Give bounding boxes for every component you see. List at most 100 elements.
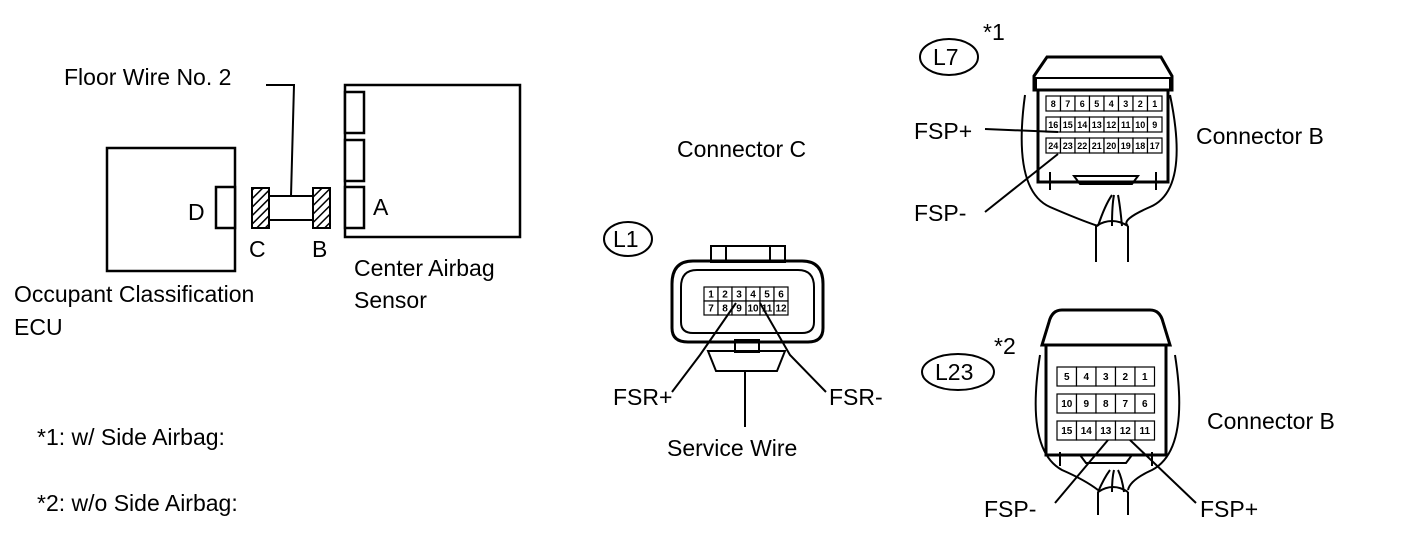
footnote-2: *2: w/o Side Airbag: xyxy=(37,490,238,516)
pin-number: 5 xyxy=(764,290,770,301)
pin-number: 12 xyxy=(1106,120,1116,130)
sensor-socket-1 xyxy=(343,90,366,135)
pin-number: 15 xyxy=(1063,120,1073,130)
pin-number: 1 xyxy=(1142,372,1148,383)
floor-wire-body xyxy=(268,195,314,221)
pin-number: 3 xyxy=(1103,372,1109,383)
connector-b-bottom-title: Connector B xyxy=(1207,408,1335,434)
fsp-minus-top-leader xyxy=(984,153,1059,213)
pin-number: 13 xyxy=(1092,120,1102,130)
pin-number: 2 xyxy=(1122,372,1128,383)
connector-l23-lock xyxy=(1059,452,1153,466)
occupant-ecu-box xyxy=(105,146,237,273)
fsp-minus-top-label: FSP- xyxy=(914,200,966,226)
fsr-minus-leader xyxy=(759,302,827,393)
pin-number: 23 xyxy=(1063,141,1073,151)
pin-cell xyxy=(1146,116,1163,133)
footnote-1: *1: w/ Side Airbag: xyxy=(37,424,225,450)
fsp-plus-bottom-leader xyxy=(1129,439,1197,504)
floor-wire-label: Floor Wire No. 2 xyxy=(64,64,231,90)
pin-number: 11 xyxy=(1139,426,1150,437)
badge-l7-text: L7 xyxy=(933,44,959,70)
connector-l7-housing-top xyxy=(1032,55,1174,92)
fsp-plus-top-leader xyxy=(984,128,1059,133)
pin-number: 18 xyxy=(1135,141,1145,151)
connector-l1-housing xyxy=(670,259,825,344)
service-wire-boot xyxy=(706,350,787,372)
connector-l1-latch xyxy=(710,245,786,263)
pin-number: 24 xyxy=(1048,141,1058,151)
pin-number: 4 xyxy=(1083,372,1089,383)
pin-number: 5 xyxy=(1094,99,1099,109)
pin-number: 20 xyxy=(1106,141,1116,151)
system-overview: D C B Floor Wire No. 2 A Occupant Classi… xyxy=(14,64,522,516)
connector-a-label: A xyxy=(373,194,389,220)
occupant-ecu-label-line1: Occupant Classification xyxy=(14,281,254,307)
pin-cell xyxy=(773,300,789,316)
pin-number: 2 xyxy=(1138,99,1143,109)
pin-number: 12 xyxy=(775,304,787,315)
fsr-plus-leader xyxy=(671,302,737,393)
pin-number: 14 xyxy=(1077,120,1087,130)
connector-b-plug xyxy=(312,187,331,229)
pin-number: 4 xyxy=(1109,99,1114,109)
pin-number: 9 xyxy=(736,304,742,315)
pin-number: 15 xyxy=(1061,426,1073,437)
pin-number: 8 xyxy=(722,304,728,315)
star-2: *2 xyxy=(994,333,1016,359)
pin-cell xyxy=(1134,366,1156,387)
fsp-minus-bottom-label: FSP- xyxy=(984,496,1036,522)
pin-number: 4 xyxy=(750,290,756,301)
connector-c-title: Connector C xyxy=(677,136,806,162)
fsp-minus-bottom-leader xyxy=(1054,439,1109,504)
connector-l7-cable xyxy=(1095,220,1129,262)
pin-number: 9 xyxy=(1083,399,1089,410)
connector-c-plug xyxy=(251,187,270,229)
pin-number: 2 xyxy=(722,290,728,301)
sensor-socket-2 xyxy=(343,138,366,183)
pin-cell xyxy=(1134,393,1156,414)
occupant-ecu-label-line2: ECU xyxy=(14,314,63,340)
connector-l7-housing xyxy=(1036,88,1170,184)
pin-number: 13 xyxy=(1100,426,1112,437)
pin-number: 6 xyxy=(1142,399,1148,410)
pin-number: 8 xyxy=(1051,99,1056,109)
pin-number: 19 xyxy=(1121,141,1131,151)
badge-l7 xyxy=(919,38,979,76)
pin-number: 10 xyxy=(747,304,759,315)
fsr-plus-label: FSR+ xyxy=(613,384,672,410)
badge-l23-text: L23 xyxy=(935,359,973,385)
center-sensor-label-line2: Sensor xyxy=(354,287,427,313)
badge-l23 xyxy=(921,353,995,391)
pin-number: 11 xyxy=(762,304,773,315)
pin-number: 6 xyxy=(1080,99,1085,109)
pin-number: 5 xyxy=(1064,372,1070,383)
connector-a-socket xyxy=(343,185,366,230)
pin-number: 17 xyxy=(1150,141,1160,151)
connector-l7-lock xyxy=(1049,172,1157,190)
center-airbag-sensor-box xyxy=(343,83,522,239)
pin-number: 14 xyxy=(1081,426,1093,437)
pin-number: 7 xyxy=(708,304,714,315)
connector-l23-cable xyxy=(1097,486,1129,515)
center-sensor-label-line1: Center Airbag xyxy=(354,255,495,281)
connector-l1-inner xyxy=(680,269,815,334)
pin-number: 16 xyxy=(1048,120,1058,130)
connector-l7-housing-band xyxy=(1035,77,1171,91)
pin-number: 1 xyxy=(708,290,714,301)
fsp-plus-bottom-label: FSP+ xyxy=(1200,496,1258,522)
connector-b-top-title: Connector B xyxy=(1196,123,1324,149)
pin-cell xyxy=(1146,137,1163,154)
badge-l1 xyxy=(603,221,653,257)
pin-number: 7 xyxy=(1065,99,1070,109)
pin-number: 8 xyxy=(1103,399,1109,410)
service-wire-label: Service Wire xyxy=(667,435,797,461)
pin-number: 22 xyxy=(1077,141,1087,151)
pin-number: 6 xyxy=(778,290,784,301)
